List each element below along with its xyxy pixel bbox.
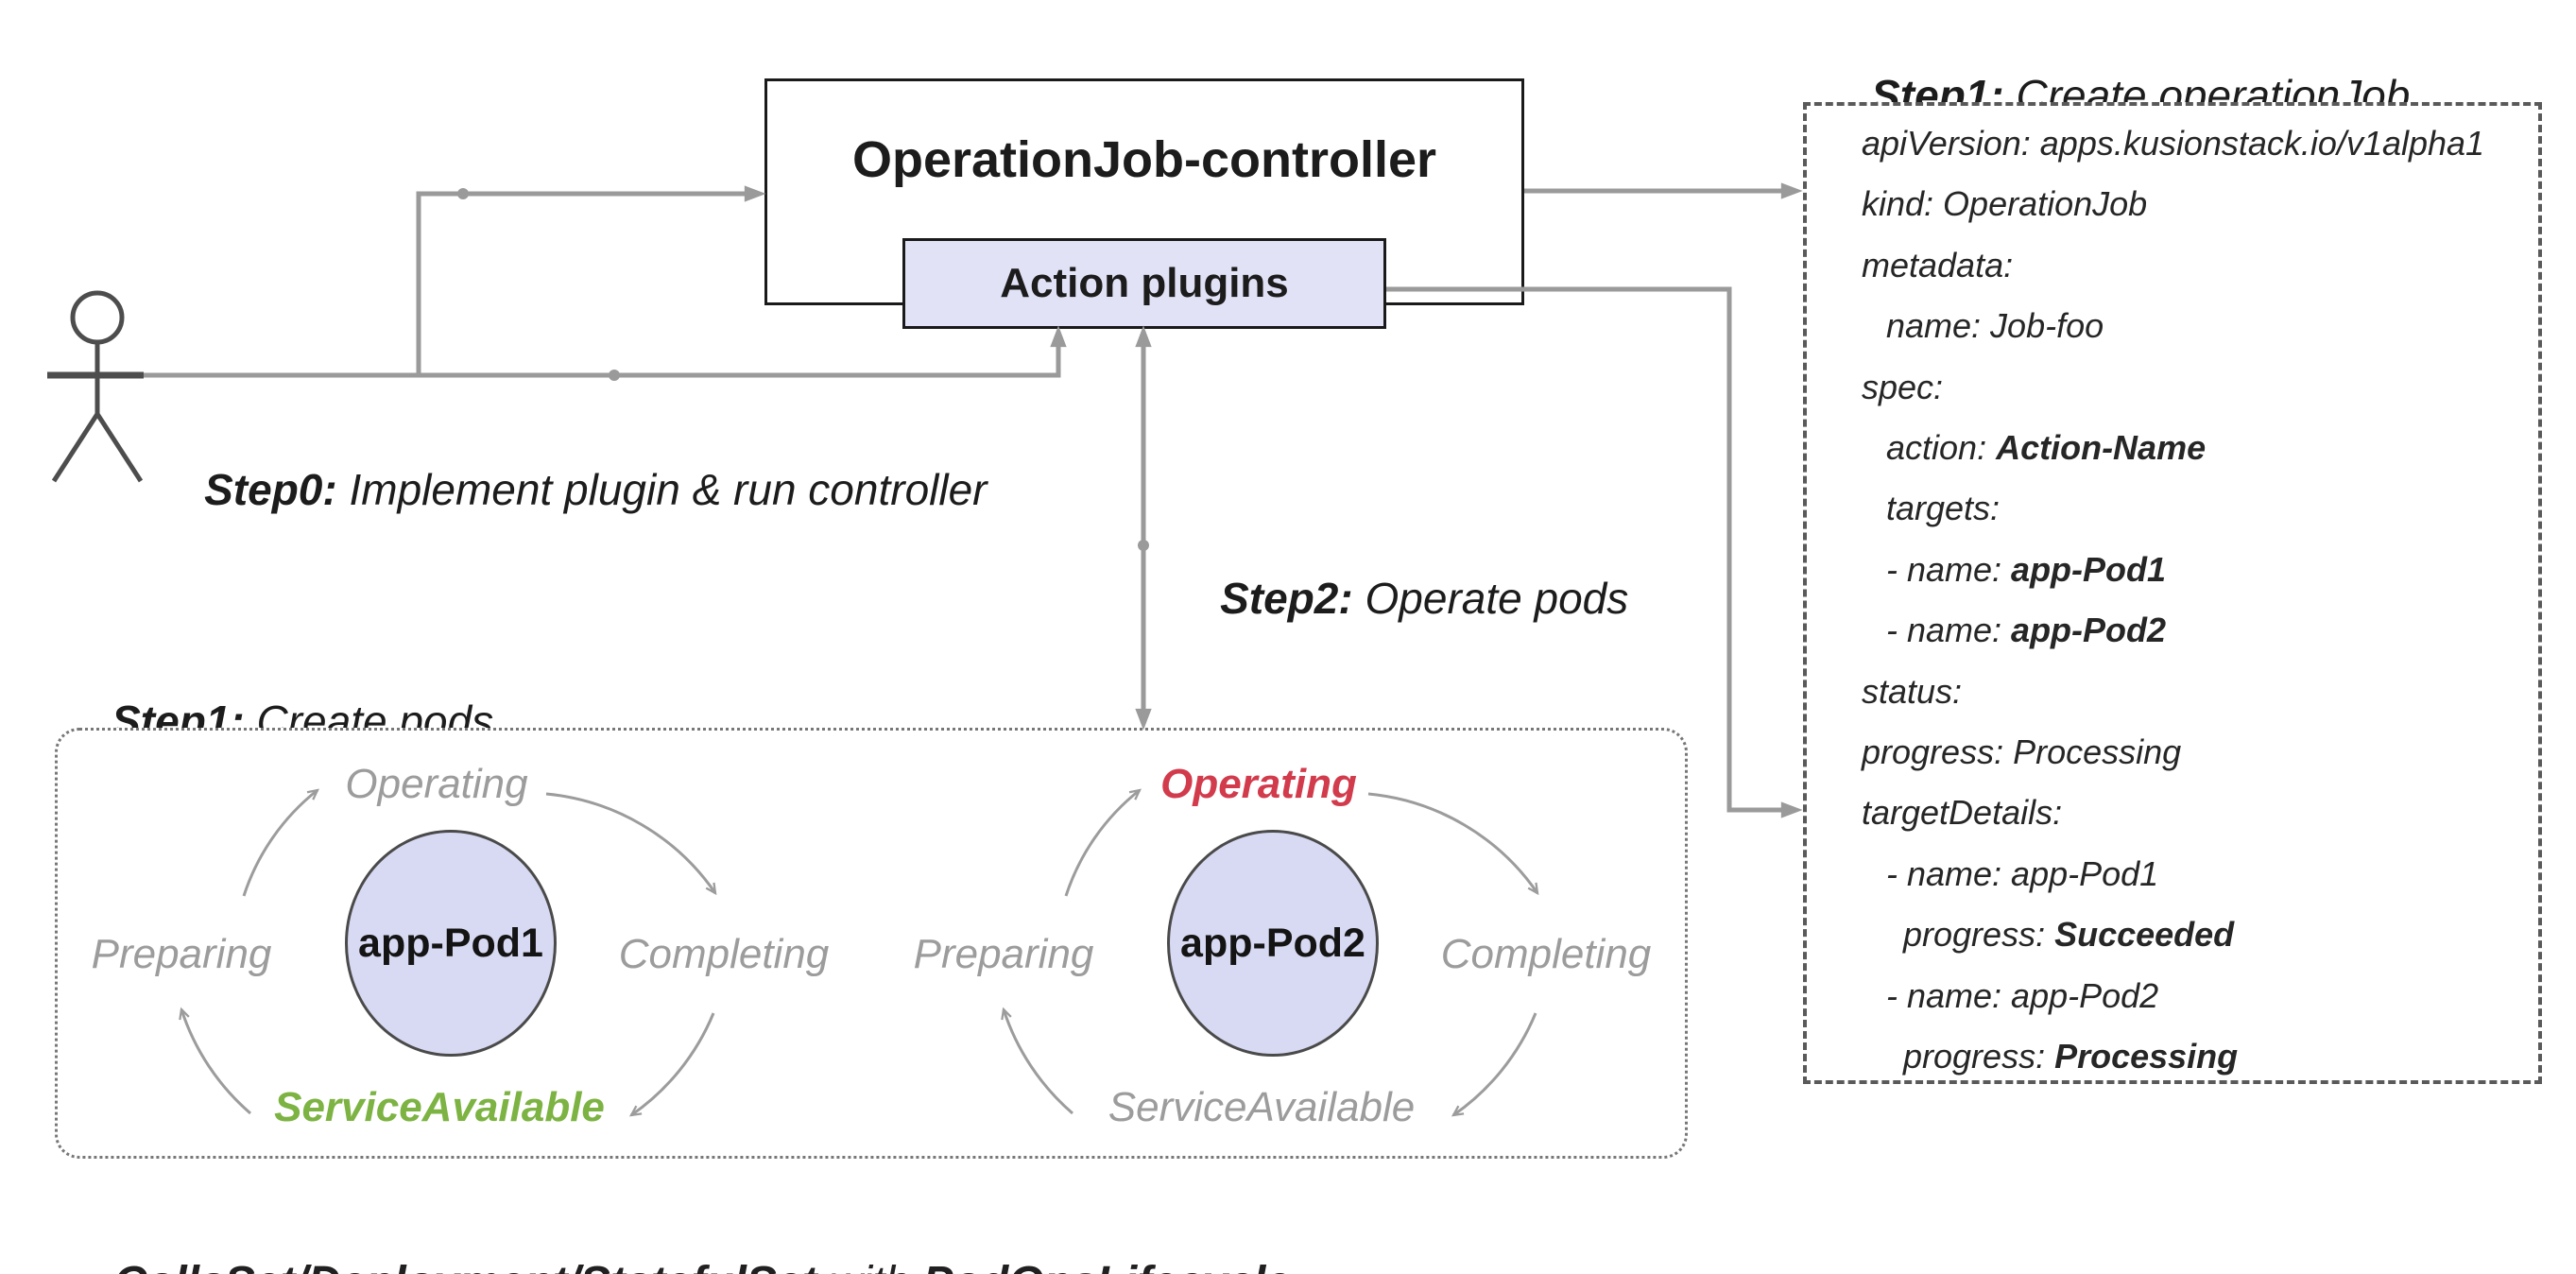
connector-junction-dot: [457, 188, 469, 199]
yaml-line-text: - name: app-Pod2: [1886, 975, 2159, 1015]
step0-text: Implement plugin & run controller: [336, 465, 987, 514]
yaml-line: - name: app-Pod2: [1886, 600, 2166, 661]
yaml-line-text: kind: OperationJob: [1862, 184, 2148, 224]
caption-podopslifecycle: PodOpsLifecycle: [923, 1258, 1291, 1274]
pod2-state-preparing: Preparing: [913, 931, 1094, 977]
pod1-cycle-arrows: [57, 728, 832, 1159]
yaml-line: apiVersion: apps.kusionstack.io/v1alpha1: [1862, 113, 2484, 174]
action-plugins-box: Action plugins: [902, 238, 1386, 329]
arc-preparing-to-operating: [1064, 790, 1140, 897]
yaml-line-bold-value: app-Pod2: [2011, 611, 2167, 650]
arc-serviceavailable-to-preparing: [1004, 1009, 1073, 1115]
workload-caption: CollaSet/Deployment/StatefulSet with Pod…: [63, 1198, 1291, 1274]
yaml-line: progress: Processing: [1903, 1026, 2238, 1087]
yaml-line: - name: app-Pod1: [1886, 844, 2158, 904]
connector-junction-dot: [1138, 540, 1149, 551]
yaml-line-text: apiVersion: apps.kusionstack.io/v1alpha1: [1862, 124, 2485, 163]
step0-label: Step0: Implement plugin & run controller: [156, 410, 987, 514]
pod1-state-completing: Completing: [618, 931, 830, 977]
yaml-line: status:: [1862, 662, 1962, 722]
yaml-line: name: Job-foo: [1886, 296, 2104, 356]
actor-left-leg: [51, 412, 100, 483]
yaml-line-bold-value: Action-Name: [1996, 428, 2207, 467]
pod1-name: app-Pod1: [358, 920, 543, 966]
pod1-circle: app-Pod1: [345, 830, 557, 1057]
yaml-line-bold-value: app-Pod1: [2011, 549, 2167, 589]
arc-preparing-to-operating: [242, 790, 318, 897]
step1-create-pods-title: Step1: Create pods: [63, 642, 493, 746]
operationjob-yaml-box: apiVersion: apps.kusionstack.io/v1alpha1…: [1803, 102, 2542, 1084]
pod2-circle: app-Pod2: [1167, 830, 1379, 1057]
arc-completing-to-serviceavailable: [631, 1012, 715, 1115]
pod1-state-preparing: Preparing: [91, 931, 272, 977]
yaml-line-text: progress: Processing: [1862, 732, 2182, 771]
caption-with: with: [816, 1258, 922, 1274]
step0-prefix: Step0:: [204, 465, 337, 514]
arc-completing-to-serviceavailable: [1453, 1012, 1537, 1115]
action-plugins-label: Action plugins: [1000, 260, 1289, 306]
yaml-line-text: - name: app-Pod1: [1886, 853, 2159, 893]
step2-text: Operate pods: [1352, 574, 1629, 623]
pod1-lifecycle-cycle: Operating Preparing Completing ServiceAv…: [57, 728, 832, 1159]
yaml-line: kind: OperationJob: [1862, 174, 2147, 234]
controller-title: OperationJob-controller: [851, 131, 1437, 188]
yaml-line-text: progress:: [1903, 915, 2055, 955]
pod2-name: app-Pod2: [1180, 920, 1365, 966]
step0-arrow-to-controller: [416, 185, 766, 375]
pod2-state-serviceavailable: ServiceAvailable: [1108, 1084, 1416, 1130]
step2-label: Step2: Operate pods: [1172, 519, 1628, 623]
caption-workloads: CollaSet/Deployment/StatefulSet: [113, 1258, 816, 1274]
pod2-state-operating: Operating: [1160, 761, 1357, 807]
yaml-line: progress: Processing: [1862, 722, 2181, 783]
yaml-line-text: targetDetails:: [1862, 793, 2063, 833]
yaml-line: spec:: [1862, 357, 1943, 418]
yaml-line-text: - name:: [1886, 549, 2012, 589]
user-actor-icon: [47, 290, 144, 483]
yaml-line-bold-value: Succeeded: [2054, 915, 2235, 955]
yaml-line-text: - name:: [1886, 611, 2012, 650]
pod1-state-serviceavailable: ServiceAvailable: [274, 1084, 605, 1130]
pod1-state-operating: Operating: [345, 761, 528, 807]
yaml-line-text: name: Job-foo: [1886, 306, 2104, 346]
yaml-line: targets:: [1886, 478, 2000, 539]
arc-operating-to-completing: [1367, 792, 1537, 893]
arc-operating-to-completing: [545, 792, 715, 893]
yaml-line: - name: app-Pod1: [1886, 540, 2166, 600]
step0-arrow-to-action-plugins: [144, 325, 1067, 378]
yaml-line: - name: app-Pod2: [1886, 966, 2158, 1026]
actor-head: [70, 290, 125, 345]
yaml-line: metadata:: [1862, 235, 2013, 296]
yaml-line-text: status:: [1862, 671, 1963, 711]
yaml-line-text: metadata:: [1862, 245, 2014, 284]
yaml-line-bold-value: Processing: [2054, 1037, 2239, 1076]
step1-create-operationjob-title: Step1: Create operationJob: [1823, 13, 2410, 120]
connector-junction-dot: [609, 370, 620, 381]
yaml-line: action: Action-Name: [1886, 418, 2206, 478]
actor-right-leg: [94, 412, 144, 483]
pod2-lifecycle-cycle: Operating Preparing Completing ServiceAv…: [879, 728, 1654, 1159]
yaml-line: progress: Succeeded: [1903, 904, 2234, 965]
yaml-line-text: spec:: [1862, 367, 1944, 406]
yaml-line-text: action:: [1886, 428, 1997, 467]
pod2-state-completing: Completing: [1440, 931, 1652, 977]
arc-serviceavailable-to-preparing: [181, 1009, 251, 1115]
yaml-line-text: progress:: [1903, 1037, 2055, 1076]
step2-prefix: Step2:: [1220, 574, 1353, 623]
yaml-line-text: targets:: [1886, 489, 2001, 528]
yaml-line: targetDetails:: [1862, 783, 2062, 843]
